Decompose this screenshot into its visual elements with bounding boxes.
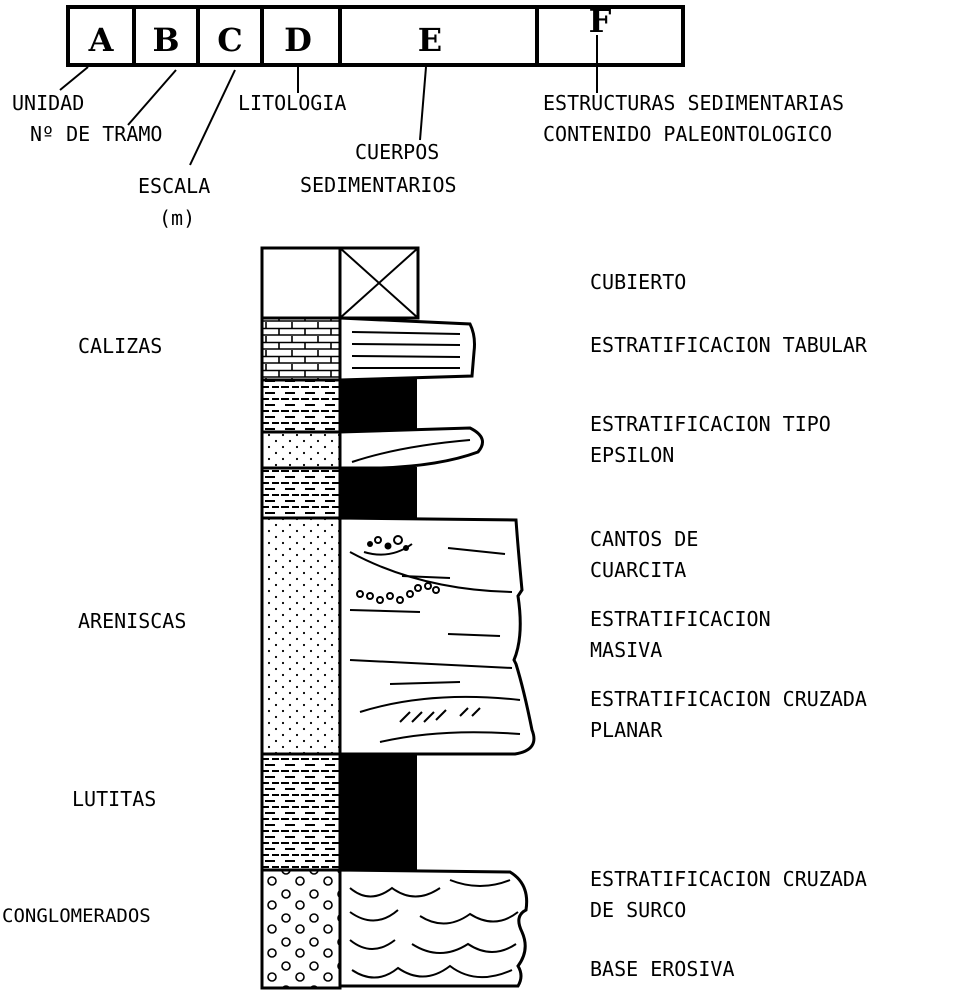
unit-label-conglomerados: CONGLOMERADOS: [2, 905, 151, 927]
header-letter-a: A: [88, 21, 115, 59]
cubierto-lithology-box: [262, 248, 340, 318]
callout-estructuras: ESTRUCTURAS SEDIMENTARIAS: [543, 91, 844, 115]
unit-labels: CALIZAS ARENISCAS LUTITAS CONGLOMERADOS: [2, 334, 186, 927]
structure-planar-line2: PLANAR: [590, 718, 663, 742]
structure-epsilon-line2: EPSILON: [590, 443, 674, 467]
header-letter-f: F: [589, 2, 612, 40]
callout-cuerpos-line1: CUERPOS: [355, 140, 439, 164]
conglomerate-body: [340, 870, 527, 986]
lithology-column: [262, 248, 340, 988]
callout-cuerpos-line2: SEDIMENTARIOS: [300, 173, 457, 197]
structure-base-erosiva: BASE EROSIVA: [590, 957, 735, 981]
header-letter-b: B: [152, 21, 179, 59]
callout-tramo: Nº DE TRAMO: [30, 122, 162, 146]
limestone-pattern: [262, 318, 340, 380]
sandstone-pattern: [262, 432, 340, 468]
shale-body-black: [340, 754, 416, 870]
structure-cantos-line1: CANTOS DE: [590, 527, 698, 551]
structure-surco-line1: ESTRATIFICACION CRUZADA: [590, 867, 867, 891]
callout-escala: ESCALA: [138, 174, 210, 198]
shale-body-black: [340, 468, 416, 518]
structure-cantos-line2: CUARCITA: [590, 558, 686, 582]
unit-label-calizas: CALIZAS: [78, 334, 162, 358]
structure-surco-line2: DE SURCO: [590, 898, 686, 922]
structure-masiva-line1: ESTRATIFICACION: [590, 607, 771, 631]
unit-label-lutitas: LUTITAS: [72, 787, 156, 811]
shale-pattern: [262, 754, 340, 870]
header-letter-c: C: [217, 21, 242, 59]
sedimentary-bodies-column: [340, 248, 534, 986]
structure-planar-line1: ESTRATIFICACION CRUZADA: [590, 687, 867, 711]
tabular-body: [340, 318, 475, 380]
column-key-header: A B C D E F: [68, 2, 683, 65]
structure-tabular: ESTRATIFICACION TABULAR: [590, 333, 868, 357]
shale-pattern: [262, 468, 340, 518]
conglomerate-pattern: [262, 870, 340, 988]
header-letter-d: D: [284, 21, 312, 59]
structure-cubierto: CUBIERTO: [590, 270, 686, 294]
structure-masiva-line2: MASIVA: [590, 638, 662, 662]
unit-label-areniscas: ARENISCAS: [78, 609, 186, 633]
callout-contenido-paleontologico: CONTENIDO PALEONTOLOGICO: [543, 122, 832, 146]
shale-pattern: [262, 380, 340, 432]
sandstone-pattern: [262, 518, 340, 754]
callout-escala-unit: (m): [159, 206, 195, 230]
header-letter-e: E: [418, 21, 442, 59]
structure-labels: CUBIERTO ESTRATIFICACION TABULAR ESTRATI…: [590, 270, 868, 981]
header-callouts: UNIDAD Nº DE TRAMO ESCALA (m) LITOLOGIA …: [12, 91, 844, 230]
structure-epsilon-line1: ESTRATIFICACION TIPO: [590, 412, 831, 436]
shale-body-black: [340, 380, 416, 432]
callout-litologia: LITOLOGIA: [238, 91, 346, 115]
callout-unidad: UNIDAD: [12, 91, 84, 115]
